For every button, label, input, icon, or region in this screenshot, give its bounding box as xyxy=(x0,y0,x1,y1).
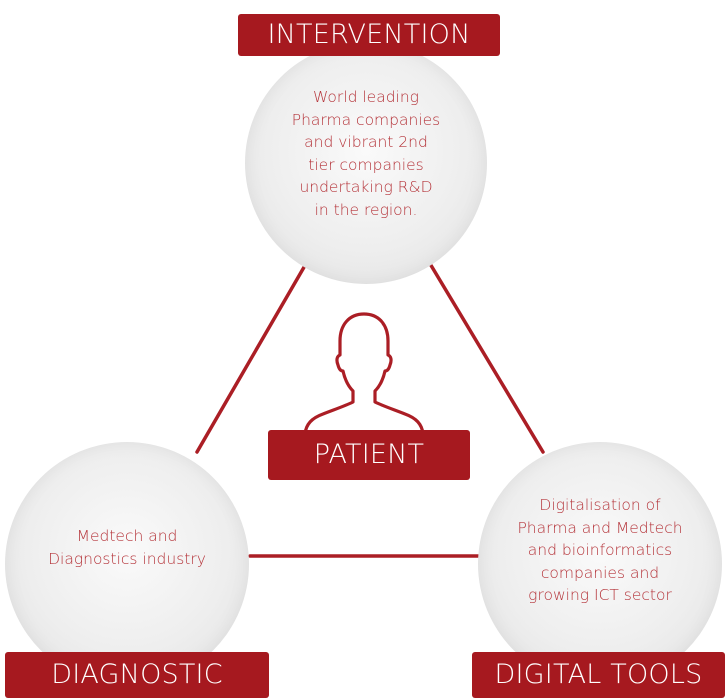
connector-intervention-diagnostic xyxy=(195,260,309,454)
intervention-description: World leading Pharma companies and vibra… xyxy=(265,86,467,221)
connector-intervention-digital-tools xyxy=(427,260,545,454)
intervention-line: World leading xyxy=(313,88,419,106)
digital-tools-circle xyxy=(478,442,722,686)
diagnostic-label: DIAGNOSTIC xyxy=(5,652,269,698)
intervention-circle xyxy=(245,42,487,284)
diagnostic-line: Diagnostics industry xyxy=(48,549,206,568)
patient-label: PATIENT xyxy=(268,430,470,480)
digital-tools-line: Digitalisation of xyxy=(539,496,661,514)
digital-tools-line: Pharma and Medtech xyxy=(517,518,683,537)
intervention-line: in the region. xyxy=(314,200,418,219)
intervention-line: and vibrant 2nd xyxy=(304,133,428,151)
digital-tools-description: Digitalisation of Pharma and Medtech and… xyxy=(495,494,705,607)
digital-tools-line: and bioinformatics xyxy=(527,541,673,559)
digital-tools-line: companies and xyxy=(540,563,660,582)
intervention-line: undertaking R&D xyxy=(299,178,433,196)
digital-tools-label: DIGITAL TOOLS xyxy=(472,652,725,698)
diagnostic-circle xyxy=(5,442,249,686)
intervention-label: INTERVENTION xyxy=(238,14,500,56)
person-outline-icon xyxy=(303,312,425,434)
intervention-line: Pharma companies xyxy=(291,110,441,129)
diagnostic-description: Medtech and Diagnostics industry xyxy=(22,525,232,570)
digital-tools-line: growing ICT sector xyxy=(528,586,672,604)
diagnostic-line: Medtech and xyxy=(76,527,178,545)
intervention-line: tier companies xyxy=(308,155,424,174)
